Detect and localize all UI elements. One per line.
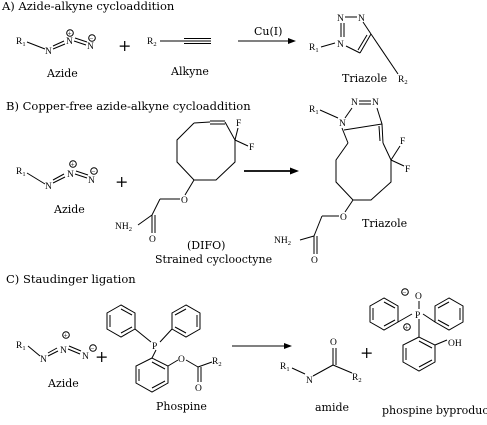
svg-text:NH2: NH2 bbox=[115, 222, 132, 233]
svg-text:−: − bbox=[90, 35, 94, 43]
byproduct-caption: phospine byproduct bbox=[382, 404, 487, 417]
svg-text:N: N bbox=[337, 40, 344, 50]
arrow-b-head bbox=[290, 167, 299, 175]
svg-text:+: + bbox=[68, 30, 72, 38]
plus-a: + bbox=[118, 36, 131, 55]
strained-cyclooctyne-caption: Strained cyclooctyne bbox=[155, 253, 272, 266]
azide-a-caption: Azide bbox=[46, 67, 78, 80]
svg-text:−: − bbox=[91, 345, 95, 353]
svg-text:N: N bbox=[82, 352, 89, 362]
plus-c: + bbox=[95, 347, 108, 366]
amide-caption: amide bbox=[315, 401, 349, 414]
azide-b: R1 N N + N − bbox=[16, 160, 98, 192]
svg-text:N: N bbox=[351, 98, 358, 108]
triazole-b-caption: Triazole bbox=[362, 217, 407, 230]
svg-text:−: − bbox=[403, 289, 407, 297]
svg-text:R1: R1 bbox=[16, 341, 26, 352]
plus-c2: + bbox=[360, 343, 373, 362]
svg-text:N: N bbox=[306, 376, 313, 386]
svg-text:R2: R2 bbox=[398, 75, 408, 86]
triazole-a: N N N R1 R2 bbox=[309, 14, 408, 86]
svg-text:O: O bbox=[195, 384, 202, 394]
reaction-c: R1 N N + N − Azide + bbox=[16, 288, 487, 417]
svg-text:N: N bbox=[66, 37, 73, 47]
catalyst-label: Cu(I) bbox=[254, 25, 282, 38]
svg-text:N: N bbox=[40, 355, 47, 365]
phosphine: P O O R2 bbox=[106, 304, 222, 394]
svg-text:R1: R1 bbox=[16, 167, 26, 178]
alkyne-caption: Alkyne bbox=[170, 65, 209, 78]
difo: F F O O NH2 bbox=[115, 119, 254, 245]
svg-text:R2: R2 bbox=[147, 37, 157, 48]
azide-b-caption: Azide bbox=[53, 203, 85, 216]
svg-text:N: N bbox=[372, 98, 379, 108]
svg-text:R2: R2 bbox=[212, 357, 222, 368]
svg-text:OH: OH bbox=[448, 339, 462, 349]
svg-text:+: + bbox=[64, 332, 68, 340]
plus-b: + bbox=[115, 172, 128, 191]
svg-text:O: O bbox=[330, 338, 337, 348]
amide: R1 N N O R2 bbox=[280, 338, 362, 386]
svg-text:N: N bbox=[67, 170, 74, 180]
svg-text:O: O bbox=[340, 213, 347, 223]
svg-text:N: N bbox=[339, 119, 346, 129]
reaction-a: R1 N N + N − Azide + R2 Alkyne Cu(I) bbox=[16, 14, 408, 86]
arrow-a-head bbox=[288, 38, 296, 44]
section-b-title: B) Copper-free azide-alkyne cycloadditio… bbox=[6, 99, 251, 113]
svg-text:F: F bbox=[236, 119, 241, 129]
section-a-title: A) Azide-alkyne cycloaddition bbox=[1, 0, 175, 13]
svg-text:O: O bbox=[415, 292, 422, 302]
svg-text:+: + bbox=[71, 161, 75, 169]
triazole-b: R1 N N N F F O O NH2 bbox=[274, 98, 410, 266]
svg-text:+: + bbox=[405, 324, 409, 332]
section-c-title: C) Staudinger ligation bbox=[6, 272, 136, 286]
triazole-a-caption: Triazole bbox=[342, 72, 387, 85]
arrow-c-head bbox=[284, 343, 292, 349]
svg-text:−: − bbox=[92, 168, 96, 176]
difo-caption: (DIFO) bbox=[187, 239, 225, 252]
svg-text:NH2: NH2 bbox=[274, 236, 291, 247]
svg-text:F: F bbox=[249, 143, 254, 153]
svg-text:R1: R1 bbox=[16, 37, 26, 48]
svg-text:N: N bbox=[45, 47, 52, 57]
svg-text:N: N bbox=[45, 182, 52, 192]
azide-a: R1 N N + N − bbox=[16, 29, 96, 57]
svg-text:R1: R1 bbox=[280, 362, 290, 373]
svg-text:N: N bbox=[88, 176, 95, 186]
svg-text:O: O bbox=[181, 196, 188, 206]
reaction-b: R1 N N + N − Azide + F F bbox=[16, 98, 410, 266]
azide-c: R1 N N + N − bbox=[16, 331, 97, 365]
svg-text:O: O bbox=[149, 235, 156, 245]
svg-text:R1: R1 bbox=[309, 105, 319, 116]
phosphine-caption: Phospine bbox=[156, 400, 207, 413]
svg-text:R2: R2 bbox=[352, 373, 362, 384]
svg-text:O: O bbox=[311, 256, 318, 266]
svg-text:F: F bbox=[400, 137, 405, 147]
alkyne: R2 bbox=[147, 37, 211, 48]
svg-text:N: N bbox=[337, 14, 344, 24]
svg-text:F: F bbox=[405, 165, 410, 175]
azide-c-caption: Azide bbox=[47, 377, 79, 390]
svg-text:P: P bbox=[152, 342, 157, 352]
svg-text:N: N bbox=[60, 346, 67, 356]
svg-text:R1: R1 bbox=[309, 43, 319, 54]
svg-text:N: N bbox=[87, 42, 94, 52]
svg-text:N: N bbox=[358, 14, 365, 24]
svg-text:P: P bbox=[415, 311, 420, 321]
svg-text:O: O bbox=[178, 355, 185, 365]
phosphine-oxide: P + O − OH bbox=[369, 288, 464, 372]
